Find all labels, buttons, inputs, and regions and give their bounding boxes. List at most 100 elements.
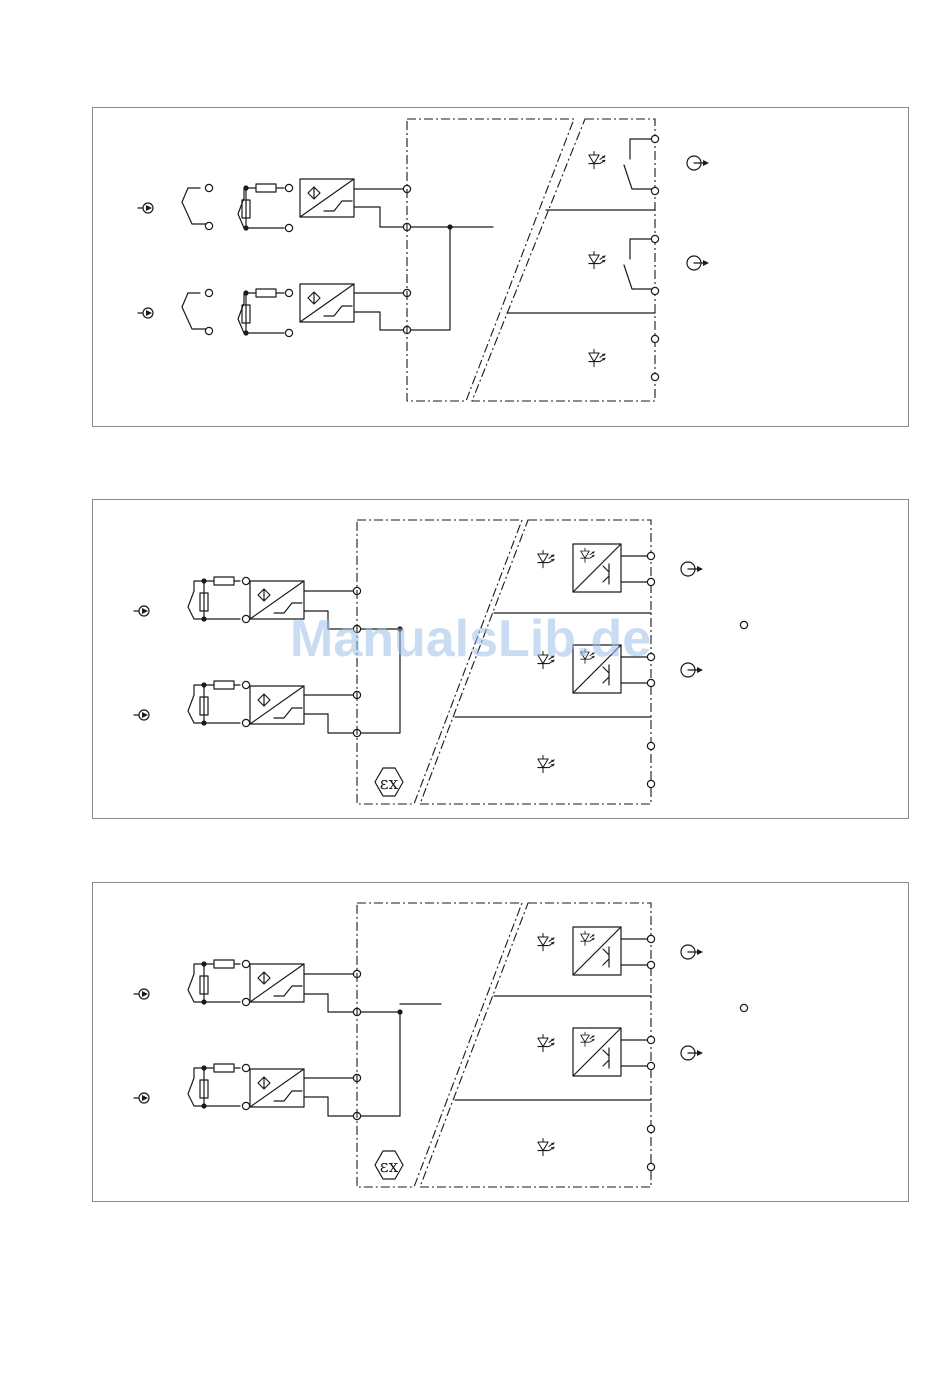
terminal bbox=[242, 719, 249, 726]
ex-marking-label: εx bbox=[380, 774, 399, 794]
terminal bbox=[242, 960, 249, 967]
led-icon bbox=[581, 931, 595, 945]
junction-dot bbox=[201, 961, 206, 966]
amplifier-symbol bbox=[308, 292, 320, 304]
wiring bbox=[354, 189, 493, 330]
sensor-icon bbox=[134, 989, 149, 999]
junction-dot bbox=[201, 999, 206, 1004]
terminal bbox=[651, 187, 658, 194]
amplifier-symbol bbox=[258, 1077, 270, 1089]
transistor-symbol bbox=[603, 665, 609, 685]
junction-dot bbox=[201, 578, 206, 583]
terminal bbox=[205, 222, 212, 229]
terminal bbox=[285, 184, 292, 191]
terminal bbox=[242, 681, 249, 688]
transistor-symbol bbox=[603, 564, 609, 584]
terminal bbox=[651, 287, 658, 294]
switch-contact bbox=[238, 293, 284, 333]
output-icon bbox=[681, 1046, 703, 1060]
led-icon bbox=[589, 252, 605, 269]
terminal bbox=[647, 552, 654, 559]
panel-relay-output-module bbox=[93, 108, 909, 427]
transistor-symbol bbox=[603, 1048, 609, 1068]
led-icon bbox=[538, 934, 554, 951]
sensor-icon bbox=[134, 710, 149, 720]
terminal bbox=[740, 621, 747, 628]
terminal bbox=[647, 1125, 654, 1132]
led-icon bbox=[538, 756, 554, 773]
junction-dot bbox=[201, 682, 206, 687]
ex-marking-label: εx bbox=[380, 1157, 399, 1177]
terminal bbox=[651, 373, 658, 380]
junction-dot bbox=[243, 225, 248, 230]
section-divider bbox=[507, 210, 655, 313]
wiring bbox=[304, 974, 441, 1116]
junction-dot bbox=[201, 720, 206, 725]
junction-dot bbox=[201, 1103, 206, 1108]
resistor bbox=[214, 960, 234, 968]
switch-contact bbox=[188, 1068, 240, 1106]
switch-contact bbox=[188, 581, 240, 619]
output-icon bbox=[687, 256, 709, 270]
ex-barrier-enclosure bbox=[357, 903, 522, 1187]
sensor-icon bbox=[138, 203, 153, 213]
terminal bbox=[205, 327, 212, 334]
transistor-symbol bbox=[603, 947, 609, 967]
terminal bbox=[647, 1163, 654, 1170]
resistor bbox=[214, 1064, 234, 1072]
optocoupler-diagonal bbox=[573, 1028, 621, 1076]
led-icon bbox=[589, 350, 605, 367]
output-wiring bbox=[621, 939, 651, 965]
terminal bbox=[647, 780, 654, 787]
terminal bbox=[647, 742, 654, 749]
resistor bbox=[256, 289, 276, 297]
terminal bbox=[242, 1102, 249, 1109]
panel-frame bbox=[93, 883, 909, 1202]
optocoupler-diagonal bbox=[573, 544, 621, 592]
junction-dot bbox=[447, 224, 452, 229]
terminal bbox=[647, 679, 654, 686]
terminal bbox=[651, 235, 658, 242]
watermark-text: ManualsLib.de bbox=[290, 610, 651, 668]
terminal bbox=[242, 615, 249, 622]
switch-contact bbox=[188, 685, 240, 723]
led-icon bbox=[581, 1032, 595, 1046]
output-icon bbox=[681, 562, 703, 576]
terminal bbox=[647, 935, 654, 942]
switch-contact bbox=[188, 964, 240, 1002]
amplifier-curve bbox=[274, 708, 302, 718]
switch-contact bbox=[182, 293, 208, 329]
junction-dot bbox=[243, 330, 248, 335]
junction-dot bbox=[201, 1065, 206, 1070]
led-icon bbox=[589, 152, 605, 169]
terminal bbox=[740, 1004, 747, 1011]
sensor-icon bbox=[134, 1093, 149, 1103]
sensor-icon bbox=[138, 308, 153, 318]
terminal bbox=[285, 289, 292, 296]
amplifier-symbol bbox=[258, 972, 270, 984]
terminal bbox=[242, 998, 249, 1005]
optocoupler-diagonal bbox=[573, 927, 621, 975]
output-enclosure bbox=[420, 903, 651, 1187]
terminal bbox=[205, 289, 212, 296]
amplifier-symbol bbox=[308, 187, 320, 199]
relay-contact bbox=[624, 239, 655, 289]
terminal bbox=[242, 577, 249, 584]
amplifier-curve bbox=[324, 306, 352, 316]
amplifier-symbol bbox=[258, 694, 270, 706]
amplifier-curve bbox=[324, 201, 352, 211]
output-wiring bbox=[621, 556, 651, 582]
terminal bbox=[647, 961, 654, 968]
terminal bbox=[651, 135, 658, 142]
led-icon bbox=[538, 551, 554, 568]
output-enclosure bbox=[472, 119, 655, 401]
output-icon bbox=[687, 156, 709, 170]
switch-contact bbox=[182, 188, 208, 224]
junction-dot bbox=[243, 185, 248, 190]
terminal bbox=[647, 578, 654, 585]
panel-optocoupler-output-module-ex-2: εx bbox=[93, 883, 909, 1202]
led-icon bbox=[581, 548, 595, 562]
terminal bbox=[205, 184, 212, 191]
led-icon bbox=[538, 1035, 554, 1052]
